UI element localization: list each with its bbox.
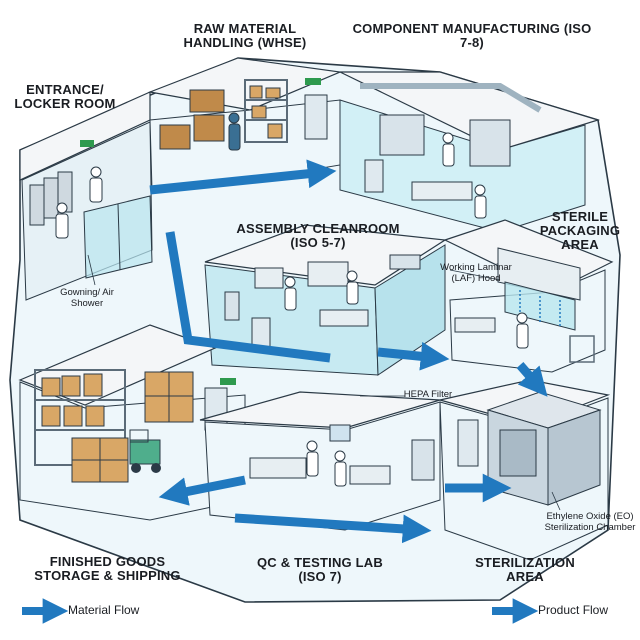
raw-material-warehouse [147,57,343,191]
assembly-bench [319,309,369,327]
cnc-machine [379,114,425,156]
assembly-cleanroom [204,224,447,376]
sterile-packaging-area [443,219,614,373]
label-sterile-packaging: STERILE PACKAGING AREA [539,209,621,253]
gowning-leader [87,254,96,286]
manufacturing-door [364,159,384,193]
worker-locker-room [55,202,69,239]
lab-bench-2 [349,465,391,485]
arrow-warehouse-to-manufacturing [149,159,337,195]
flow-arrows [149,159,548,544]
assembly-workstation [254,267,284,289]
label-assembly: ASSEMBLY CLEANROOM (ISO 5-7) [236,221,400,251]
label-hepa: HEPA Filter [403,389,453,400]
label-finished-goods: FINISHED GOODS STORAGE & SHIPPING [34,554,181,584]
pallet-boxes [71,371,194,483]
lab-bench [249,457,307,479]
label-qc-lab: QC & TESTING LAB (ISO 7) [257,555,383,585]
worker-gowning [89,166,103,203]
legend-material-label: Material Flow [68,603,140,617]
packaging-bench [454,317,496,333]
exit-sign-entrance [80,140,94,147]
forklift [129,429,161,473]
entrance-locker-room [19,91,153,301]
label-entrance: ENTRANCE/ LOCKER ROOM [14,82,116,112]
worker-qc-2 [334,450,347,487]
storage-rack [34,369,126,466]
assembly-table [307,261,349,287]
assembly-cabinet [224,291,240,321]
lab-poster [329,424,351,442]
wooden-crate-stack [159,89,225,150]
warehouse-shelf [244,79,288,143]
arrow-qc-to-storage [158,475,246,506]
component-manufacturing [339,71,601,233]
air-shower-booth [83,195,153,279]
label-raw-material: RAW MATERIAL HANDLING (WHSE) [183,21,307,51]
lab-cabinet [411,439,435,481]
arrow-assembly-to-packaging [377,341,450,371]
worker-assembly-2 [346,270,359,305]
ventilation-duct [360,83,542,113]
worker-manufacturing-2 [474,184,487,219]
worker-packaging [516,312,529,349]
worker-warehouse [228,112,241,151]
label-laf-hood: Working Laminar (LAF) Hood [440,262,512,284]
workbench [411,181,473,201]
laf-hood [497,247,581,331]
sterilization-area [439,379,611,561]
lockers [29,171,73,226]
arrow-qc-corridor [234,513,432,544]
sterilization-door [457,419,479,467]
label-gowning: Gowning/ Air Shower [60,287,114,309]
worker-assembly [284,276,297,311]
label-component-manufacturing: COMPONENT MANUFACTURING (ISO 7-8) [352,21,592,51]
legend-product-label: Product Flow [538,603,609,617]
eo-leader [551,491,561,511]
warehouse-door [304,94,328,140]
qc-testing-lab [199,391,441,531]
eo-sterilization-chamber [486,391,602,506]
glovebox-machine [469,119,511,167]
label-eo-chamber: Ethylene Oxide (EO) Sterilization Chambe… [544,511,636,533]
worker-qc [306,440,319,477]
hepa-filter-unit [389,254,421,270]
exit-sign-warehouse [305,78,321,85]
exit-sign-storage [220,378,236,385]
label-sterilization: STERILIZATION AREA [475,555,575,585]
laf-leader [449,269,501,281]
packaging-cart [569,335,595,363]
worker-manufacturing [442,132,455,167]
arrow-packaging-to-sterilization [516,362,548,397]
arrow-entrance-to-assembly-corridor [165,231,331,363]
